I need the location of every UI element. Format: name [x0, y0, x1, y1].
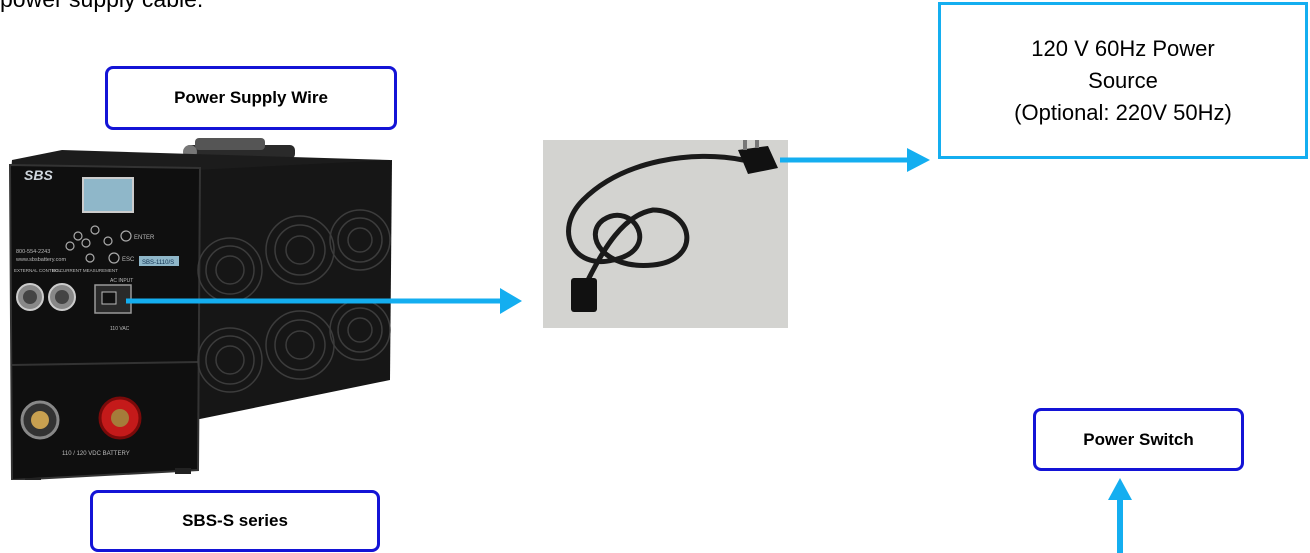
power-cable-icon — [566, 140, 778, 312]
power-cable-photo — [543, 140, 788, 328]
power-source-line2: Source — [1088, 67, 1158, 93]
power-source-box: 120 V 60Hz Power Source (Optional: 220V … — [938, 2, 1308, 159]
sbs-series-text: SBS-S series — [182, 511, 288, 530]
phone-text: 800-554-2243 — [16, 249, 50, 255]
power-switch-label: Power Switch — [1033, 408, 1244, 471]
website-text: www.sbsbattery.com — [15, 257, 66, 263]
model-text: SBS-1110/S — [142, 260, 174, 266]
power-supply-wire-text: Power Supply Wire — [174, 88, 328, 107]
intro-text: power supply cable. — [0, 0, 203, 13]
arrow-head-up-to-switch — [1108, 478, 1132, 500]
power-source-line1: 120 V 60Hz Power — [1031, 35, 1215, 61]
power-switch-text: Power Switch — [1083, 429, 1194, 449]
arrow-head-device-to-cable — [500, 288, 522, 314]
battery-text: 110 / 120 VDC BATTERY — [62, 451, 130, 457]
power-source-line3: (Optional: 220V 50Hz) — [1014, 99, 1232, 125]
sbs-series-label: SBS-S series — [90, 490, 380, 552]
enter-text: ENTER — [134, 235, 155, 241]
dc-current-text: DC CURRENT MEASUREMENT — [52, 268, 118, 273]
external-control-text: EXTERNAL CONTROL — [14, 268, 61, 273]
battery-load-tester-image: SBS ENTER ESC 800-554-2243 www.sbsbatter… — [8, 138, 392, 480]
brand-logo: SBS — [24, 167, 53, 183]
arrow-head-cable-to-source — [907, 148, 930, 172]
power-supply-wire-label: Power Supply Wire — [105, 66, 397, 130]
esc-text: ESC — [122, 257, 135, 263]
ac-input-text: AC INPUT — [110, 278, 133, 284]
ac-voltage-text: 110 VAC — [110, 326, 130, 332]
